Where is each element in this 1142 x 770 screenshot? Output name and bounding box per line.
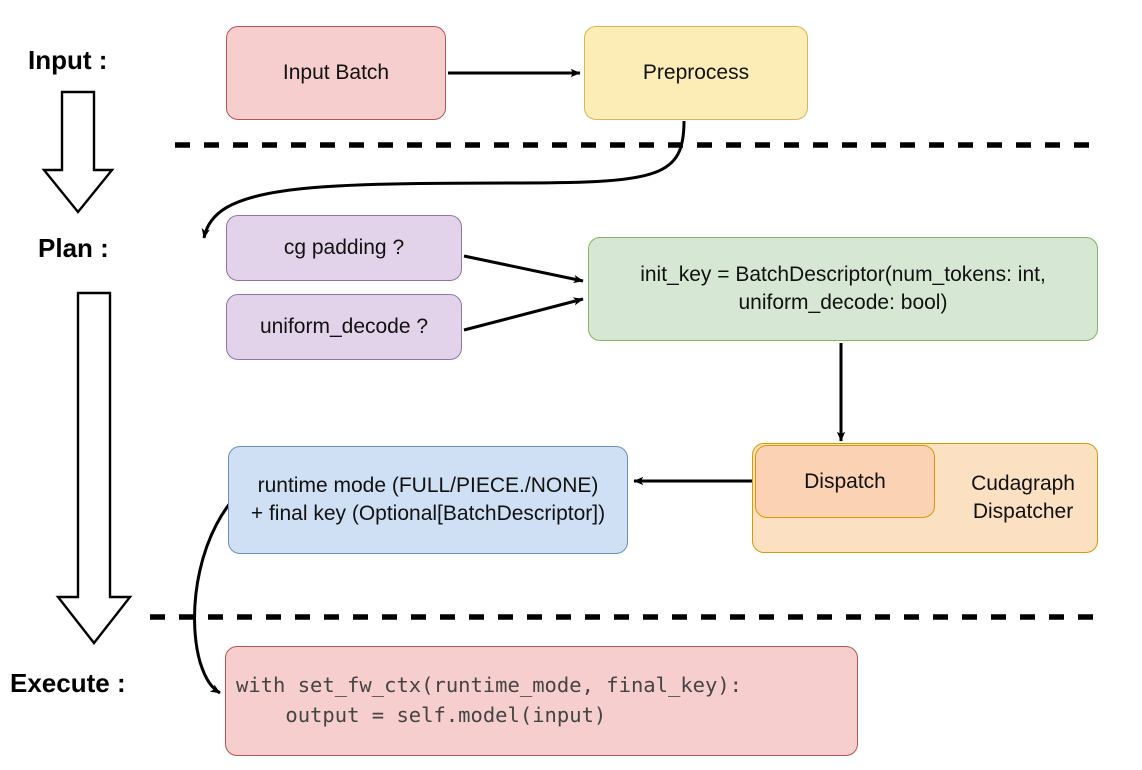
stage-label-input: Input : xyxy=(28,45,108,75)
node-preprocess[interactable]: Preprocess xyxy=(584,26,808,120)
node-dispatch[interactable]: Dispatch xyxy=(755,445,935,518)
node-cg-padding[interactable]: cg padding ? xyxy=(226,215,462,281)
connector-uniform-decode-to-init-key xyxy=(463,297,584,332)
plan-to-execute-block-arrow xyxy=(55,291,133,645)
connector-cg-padding-to-init-key xyxy=(463,254,584,284)
node-uniform-decode[interactable]: uniform_decode ? xyxy=(226,294,462,360)
stage-label-plan: Plan : xyxy=(38,233,109,263)
node-execute-code[interactable]: with set_fw_ctx(runtime_mode, final_key)… xyxy=(225,646,858,756)
node-input-batch[interactable]: Input Batch xyxy=(226,26,446,120)
node-init-key[interactable]: init_key = BatchDescriptor(num_tokens: i… xyxy=(588,237,1098,341)
input-to-plan-block-arrow xyxy=(41,90,115,214)
node-runtime-mode[interactable]: runtime mode (FULL/PIECE./NONE) + final … xyxy=(228,446,628,554)
stage-label-execute: Execute : xyxy=(10,668,126,698)
